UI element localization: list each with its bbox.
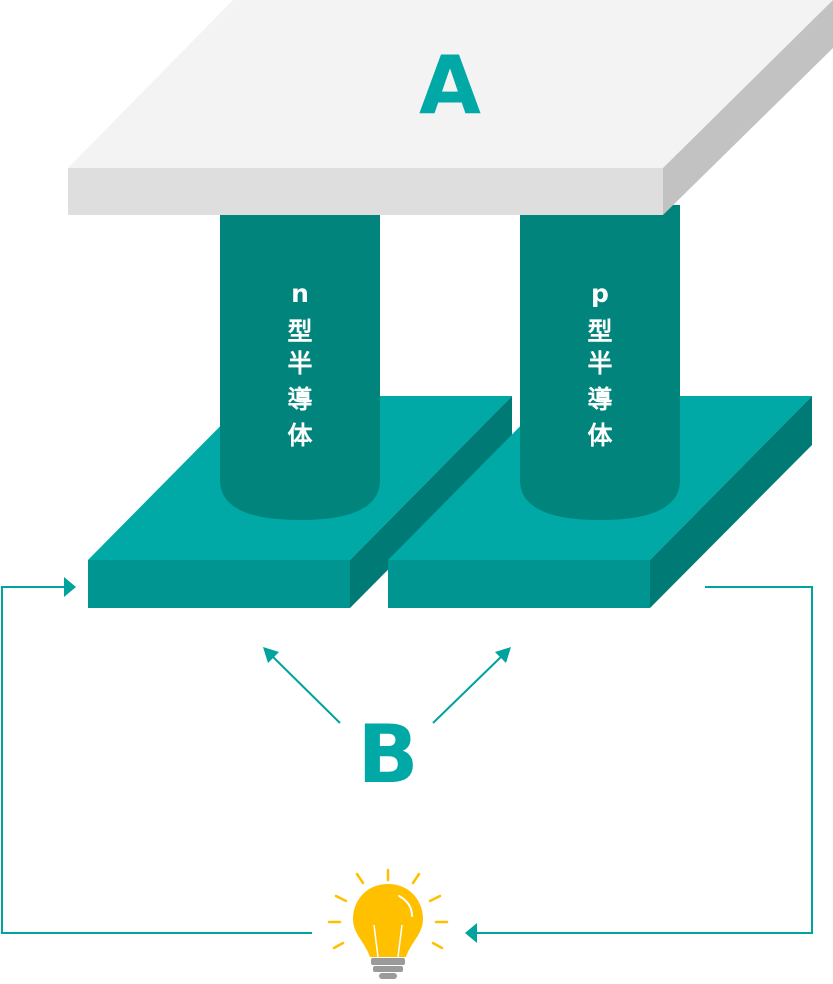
electrode-left-front: [88, 560, 350, 608]
pillar-p-char-4: 体: [587, 421, 613, 450]
electrode-right-front: [388, 560, 650, 608]
pillar-n-char-3: 導: [287, 385, 312, 414]
pillar-p-body: [520, 205, 680, 520]
label-b-group: B: [263, 647, 511, 801]
pillar-n-char-2: 半: [287, 349, 312, 378]
top-plate-side: [663, 0, 833, 215]
wire-right: [475, 586, 813, 934]
circuit-wire: [1, 577, 813, 943]
bulb-highlight: [398, 895, 413, 917]
bulb-base-1: [371, 958, 405, 965]
bulb-rays: [327, 868, 449, 950]
arrow-line-left: [267, 651, 341, 724]
top-plate-face: [68, 0, 833, 168]
bulb-base-2: [373, 966, 403, 972]
pillar-p-char-3: 導: [587, 385, 612, 414]
wire-left: [1, 586, 312, 934]
bulb-filament: [373, 924, 403, 958]
pillar-n-char-1: 型: [287, 317, 312, 346]
pillar-n-char-4: 体: [287, 421, 313, 450]
pillar-p-char-2: 半: [587, 349, 612, 378]
pillar-n-body: [220, 205, 380, 520]
light-bulb-icon: [327, 868, 449, 979]
arrow-icon: [64, 577, 76, 597]
pillar-p: p 型 半 導 体: [520, 205, 680, 520]
pillar-p-char-1: 型: [587, 317, 612, 346]
top-plate: A: [68, 0, 833, 215]
pillar-n-type-letter: n: [291, 279, 309, 308]
label-b: B: [358, 708, 419, 801]
electrode-right-side: [650, 396, 812, 608]
bulb-glass: [353, 884, 423, 957]
electrode-left-side: [350, 396, 512, 608]
pillar-n: n 型 半 導 体: [220, 205, 380, 520]
bulb-base-3: [379, 973, 397, 979]
arrow-icon: [495, 647, 511, 663]
pillar-p-type-letter: p: [591, 279, 609, 308]
arrow-icon: [263, 647, 279, 663]
arrow-line-right: [432, 651, 507, 724]
top-plate-front: [68, 168, 663, 215]
arrow-icon: [465, 923, 477, 943]
label-a: A: [419, 39, 481, 132]
